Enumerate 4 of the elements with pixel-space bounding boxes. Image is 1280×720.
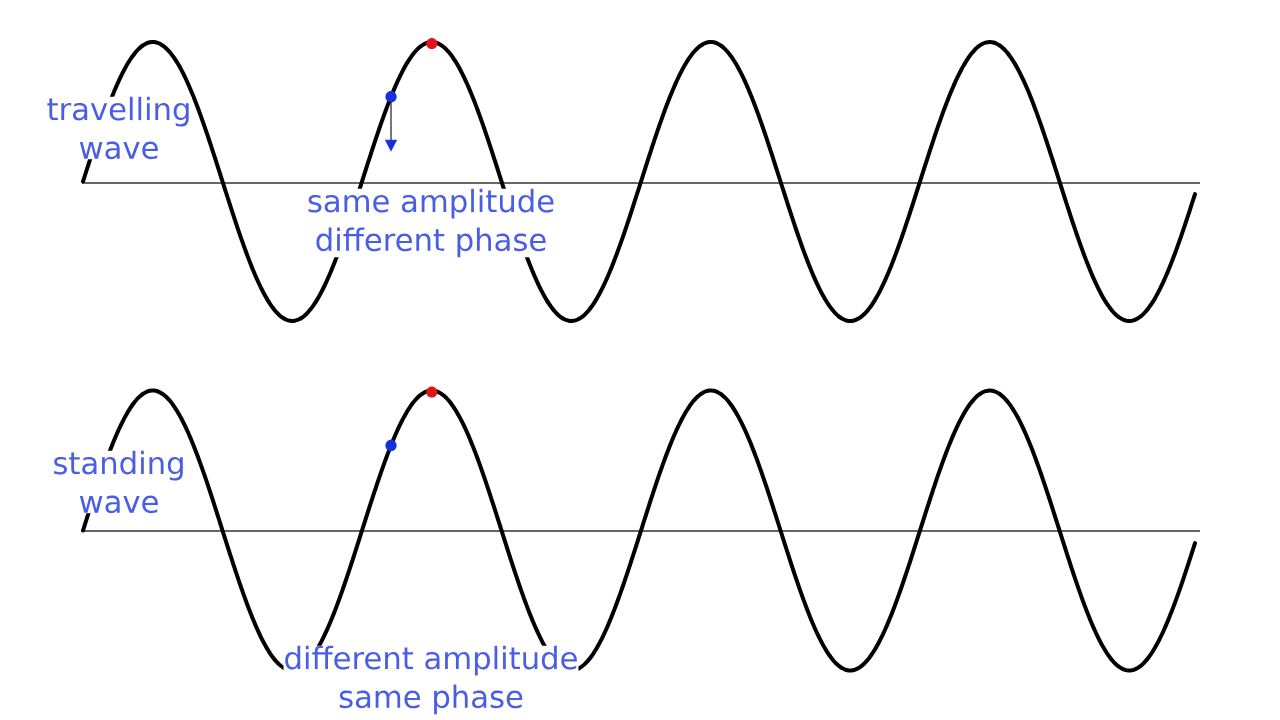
wave-label: standing wave [52,450,186,514]
wave-label: travelling wave [46,96,192,160]
annotation-text: same amplitude different phase [306,188,556,258]
annotation-text: different amplitude same phase [283,645,579,715]
